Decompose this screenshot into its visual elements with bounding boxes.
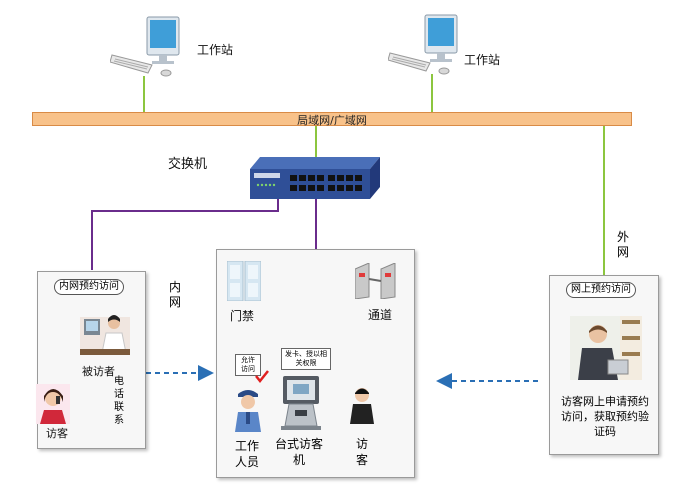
intranet-booking-title: 内网预约访问 (54, 279, 124, 295)
visitor-center-icon (349, 384, 375, 424)
switch-left-link (91, 192, 279, 270)
host-label: 被访者 (82, 365, 115, 378)
visitor-center-label: 访客 (355, 437, 368, 467)
left-workstation-label: 工作站 (197, 43, 234, 57)
network-bus-label: 局域网/广域网 (297, 114, 367, 127)
right-workstation-label: 工作站 (464, 53, 501, 67)
visitor-left-label: 访客 (46, 427, 68, 440)
online-booking-desc: 访客网上申请预约访问，获取预约验证码 (561, 395, 649, 438)
check-icon (255, 368, 269, 384)
door-icon (226, 260, 262, 302)
door-label: 门禁 (230, 309, 255, 323)
staff-guard-icon (233, 386, 263, 432)
outer-network-label: 外网 (616, 230, 629, 259)
issue-card-callout: 发卡、授以相关权限 (281, 348, 331, 370)
switch-label: 交换机 (168, 157, 208, 172)
channel-label: 通道 (368, 308, 393, 322)
allow-access-callout: 允许访问 (235, 354, 261, 376)
network-switch-icon (246, 155, 382, 203)
online-booking-panel: 网上预约访问 访客网上申请预约访问，获取预约验证码 (549, 275, 659, 455)
phone-contact-label: 电话联系 (114, 376, 124, 426)
intranet-booking-panel: 内网预约访问 被访者 电话联系 访客 (36, 271, 146, 449)
kiosk-label: 台式访客机 (274, 437, 323, 467)
right-workstation-icon (387, 13, 458, 75)
network-bus: 局域网/广域网 (32, 112, 632, 127)
turnstile-icon (354, 262, 399, 300)
inner-network-label: 内网 (168, 280, 181, 309)
online-user-icon (570, 316, 642, 380)
left-workstation-icon (109, 15, 180, 77)
online-booking-title: 网上预约访问 (566, 282, 636, 298)
visitor-phone-icon (36, 384, 70, 424)
staff-label: 工作人员 (234, 439, 259, 469)
kiosk-icon (279, 376, 323, 430)
host-person-icon (80, 309, 130, 361)
access-control-panel: 门禁 通道 允许访问 发卡、授以相关权限 工作人员 (216, 249, 415, 478)
